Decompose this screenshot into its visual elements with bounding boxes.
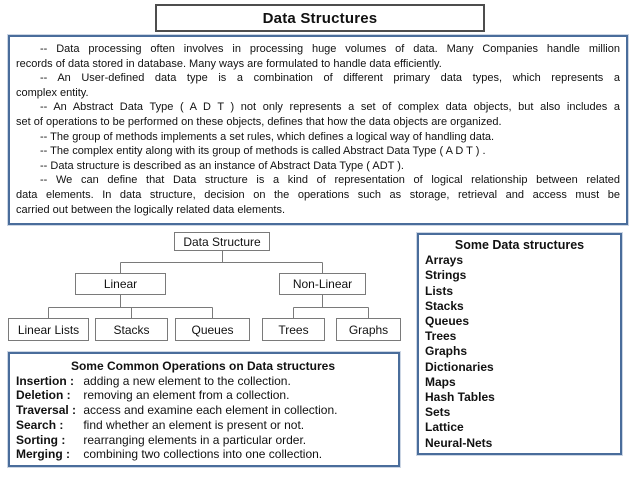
operation-term: Search : [16, 417, 64, 432]
data-structure-item: Strings [425, 268, 467, 283]
operations-box: Some Common Operations on Data structure… [8, 352, 400, 467]
intro-line: records of data stored in database. Many… [16, 57, 442, 70]
intro-line: -- An Abstract Data Type ( A D T ) not o… [40, 101, 620, 114]
data-structure-item: Stacks [425, 298, 464, 313]
tree-node-label: Graphs [348, 322, 389, 337]
tree-node-label: Non-Linear [292, 277, 353, 291]
intro-line: -- The complex entity along with its gro… [40, 145, 486, 158]
data-structure-item: Lists [425, 283, 454, 298]
data-structure-item: Trees [425, 329, 457, 344]
operation-term: Sorting : [16, 432, 66, 447]
tree-node-stacks: Stacks [95, 318, 168, 341]
operations-title: Some Common Operations on Data structure… [70, 359, 336, 373]
operation-term: Merging : [16, 447, 70, 462]
operation-description: rearranging elements in a particular ord… [83, 432, 307, 447]
operation-row: Sorting : rearranging elements in a part… [16, 433, 390, 448]
slide-title-box: Data Structures [155, 4, 485, 32]
operation-description: removing an element from a collection. [83, 388, 290, 403]
intro-paragraphs: -- Data processing often involves in pro… [16, 42, 620, 217]
tree-node-label: Data Structure [183, 234, 261, 249]
tree-node-label: Linear [103, 277, 138, 291]
operation-term: Insertion : [16, 373, 75, 388]
operation-row: Traversal : access and examine each elem… [16, 403, 390, 418]
data-structure-item: Maps [425, 374, 456, 389]
data-structure-item: Sets [425, 405, 451, 420]
tree-node-linear: Linear [75, 273, 166, 295]
tree-node-label: Queues [191, 322, 234, 337]
tree-node-trees: Trees [262, 318, 325, 341]
operation-row: Search : find whether an element is pres… [16, 418, 390, 433]
intro-line: set of operations to be performed on the… [16, 115, 502, 128]
operation-description: find whether an element is present or no… [83, 417, 305, 432]
intro-line: data elements. In data structure, decisi… [16, 188, 620, 201]
operation-row: Insertion : adding a new element to the … [16, 374, 390, 389]
tree-node-label: Linear Lists [17, 322, 80, 337]
data-structure-item: Neural-Nets [425, 435, 493, 450]
intro-line: -- Data processing often involves in pro… [40, 43, 620, 55]
intro-line: -- Data structure is described as an ins… [40, 159, 404, 172]
tree-node-queues: Queues [175, 318, 250, 341]
data-structure-item: Queues [425, 314, 470, 329]
data-structures-list-box: Some Data structures Arrays Strings List… [417, 233, 622, 455]
tree-node-label: Stacks [113, 322, 150, 337]
operation-term: Deletion : [16, 388, 71, 403]
intro-line: -- The group of methods implements a set… [40, 130, 495, 143]
tree-node-label: Trees [278, 322, 309, 337]
slide-title: Data Structures [262, 9, 378, 27]
data-structure-item: Graphs [425, 344, 468, 359]
tree-node-data-structure: Data Structure [174, 232, 270, 251]
data-structure-item: Dictionaries [425, 359, 494, 374]
operation-description: combining two collections into one colle… [83, 447, 323, 462]
data-structure-item: Arrays [425, 253, 464, 268]
data-structures-list-title: Some Data structures [454, 238, 585, 252]
intro-line: carried out between the logically relate… [16, 203, 286, 216]
operation-description: adding a new element to the collection. [83, 373, 291, 388]
operation-row: Merging : combining two collections into… [16, 447, 390, 462]
intro-text-box: -- Data processing often involves in pro… [8, 35, 628, 225]
intro-line: -- An User-defined data type is a combin… [40, 72, 620, 85]
tree-node-linear-lists: Linear Lists [8, 318, 89, 341]
operation-row: Deletion : removing an element from a co… [16, 388, 390, 403]
data-structures-list: Arrays Strings Lists Stacks Queues Trees… [425, 253, 614, 451]
operation-description: access and examine each element in colle… [83, 403, 338, 418]
tree-node-graphs: Graphs [336, 318, 401, 341]
data-structure-item: Lattice [425, 420, 464, 435]
data-structure-item: Hash Tables [425, 390, 495, 405]
tree-node-non-linear: Non-Linear [279, 273, 366, 295]
intro-line: complex entity. [16, 86, 89, 99]
operation-term: Traversal : [16, 403, 77, 418]
operations-list: Insertion : adding a new element to the … [16, 374, 390, 462]
intro-line: -- We can define that Data structure is … [40, 174, 620, 187]
